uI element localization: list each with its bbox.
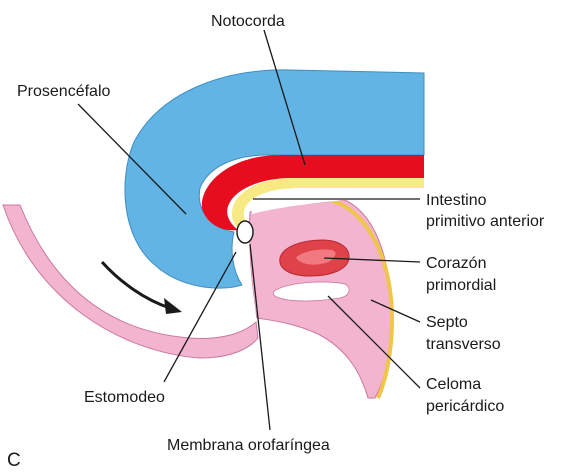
panel-letter: C bbox=[7, 450, 21, 471]
label-intestino-line1: Intestino bbox=[426, 192, 487, 209]
label-celoma-line2: pericárdico bbox=[426, 398, 504, 415]
label-septo-line1: Septo bbox=[426, 314, 468, 331]
label-corazon-line2: primordial bbox=[426, 277, 496, 294]
label-septo-line2: transverso bbox=[426, 336, 501, 353]
label-notocorda: Notocorda bbox=[211, 13, 285, 30]
label-celoma-line1: Celoma bbox=[426, 376, 481, 393]
label-estomodeo: Estomodeo bbox=[84, 389, 165, 406]
label-intestino-line2: primitivo anterior bbox=[426, 213, 545, 230]
label-prosencefalo: Prosencéfalo bbox=[17, 83, 110, 100]
label-membrana: Membrana orofaríngea bbox=[167, 437, 330, 454]
oropharyngeal-membrane bbox=[237, 221, 253, 243]
label-corazon-line1: Corazón bbox=[426, 255, 486, 272]
folding-arrow-head bbox=[164, 298, 182, 314]
